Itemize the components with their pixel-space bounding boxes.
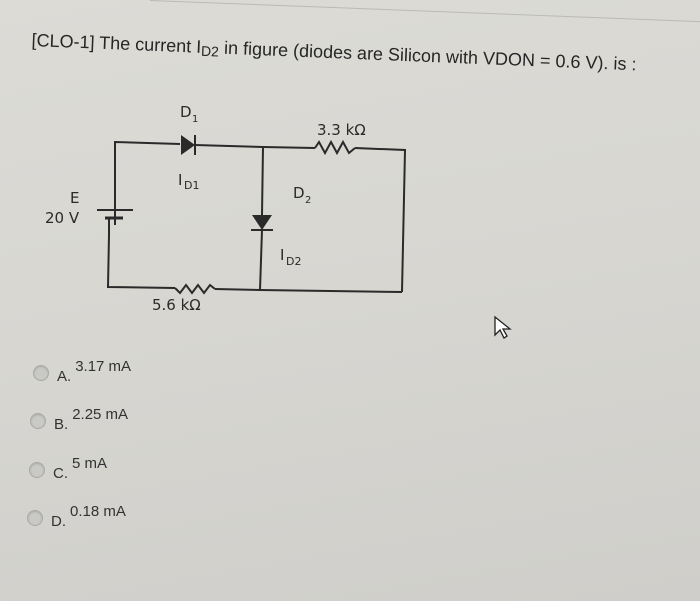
mouse-cursor-icon bbox=[494, 315, 512, 339]
resistor-r2-label: 5.6 kΩ bbox=[152, 296, 201, 314]
question-prefix: [CLO-1] The current I bbox=[31, 30, 202, 57]
question-text: [CLO-1] The current ID2 in figure (diode… bbox=[31, 30, 637, 75]
d1-sub: 1 bbox=[192, 114, 198, 125]
option-letter: C. bbox=[53, 465, 68, 482]
id2-label: I bbox=[280, 246, 284, 264]
id1-label: I bbox=[178, 171, 182, 189]
option-letter: B. bbox=[54, 416, 69, 433]
d1-label: D bbox=[180, 103, 192, 121]
d2-label: D bbox=[293, 184, 305, 202]
option-text: 0.18 mA bbox=[70, 503, 126, 520]
option-d[interactable]: D. 0.18 mA bbox=[27, 503, 126, 530]
option-letter: D. bbox=[51, 513, 66, 530]
option-b[interactable]: B. 2.25 mA bbox=[30, 406, 128, 433]
diode-d1-icon bbox=[181, 135, 195, 155]
source-label: E bbox=[70, 189, 79, 207]
option-letter: A. bbox=[57, 368, 72, 385]
page-edge-line bbox=[149, 0, 700, 23]
id2-sub: D2 bbox=[286, 255, 301, 268]
resistor-r1-label: 3.3 kΩ bbox=[317, 121, 366, 139]
option-c[interactable]: C. 5 mA bbox=[29, 455, 107, 482]
question-subscript: D2 bbox=[200, 42, 220, 60]
question-suffix: in figure (diodes are Silicon with VDON … bbox=[218, 37, 637, 75]
circuit-diagram: E 20 V D 1 I D1 D 2 I D2 3.3 kΩ 5.6 kΩ bbox=[45, 103, 407, 314]
diode-d2-icon bbox=[252, 215, 272, 230]
radio-icon[interactable] bbox=[33, 365, 49, 381]
radio-icon[interactable] bbox=[29, 462, 45, 478]
id1-sub: D1 bbox=[184, 179, 199, 192]
source-value: 20 V bbox=[45, 209, 80, 227]
d2-sub: 2 bbox=[305, 195, 311, 206]
option-a[interactable]: A. 3.17 mA bbox=[33, 358, 131, 385]
radio-icon[interactable] bbox=[30, 413, 46, 429]
option-text: 3.17 mA bbox=[75, 358, 132, 375]
option-text: 2.25 mA bbox=[72, 406, 129, 423]
option-text: 5 mA bbox=[72, 455, 108, 472]
radio-icon[interactable] bbox=[27, 510, 43, 526]
